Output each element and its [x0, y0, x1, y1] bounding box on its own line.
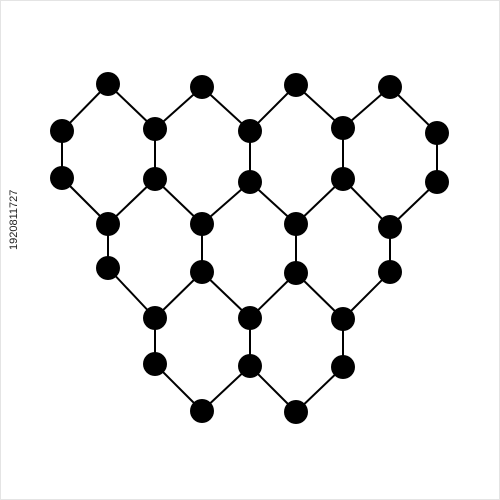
stock-id-caption: 1920811727	[8, 189, 20, 250]
atom-node-c3	[238, 170, 262, 194]
atom-node-b1	[50, 119, 74, 143]
atom-node-e2	[190, 260, 214, 284]
atom-node-e3	[284, 261, 308, 285]
atom-node-d1	[96, 212, 120, 236]
atom-node-d2	[190, 212, 214, 236]
atom-node-d3	[284, 212, 308, 236]
atom-node-f1	[143, 306, 167, 330]
atom-node-h2	[284, 400, 308, 424]
atom-node-g1	[143, 352, 167, 376]
atom-node-b4	[331, 116, 355, 140]
atom-node-b3	[238, 119, 262, 143]
atom-node-b5	[425, 121, 449, 145]
atom-node-h1	[190, 399, 214, 423]
atom-node-c1	[50, 166, 74, 190]
atom-node-a2	[190, 75, 214, 99]
atom-node-a4	[378, 75, 402, 99]
atom-node-g3	[331, 355, 355, 379]
atom-node-g2	[238, 354, 262, 378]
atom-node-c4	[331, 167, 355, 191]
atom-node-c2	[143, 167, 167, 191]
atom-node-a1	[96, 72, 120, 96]
atom-node-f3	[331, 307, 355, 331]
atom-node-a3	[284, 73, 308, 97]
atom-node-e1	[96, 256, 120, 280]
atom-node-f2	[238, 306, 262, 330]
lattice-atoms	[50, 72, 449, 424]
atom-node-e4	[378, 260, 402, 284]
atom-node-c5	[425, 170, 449, 194]
atom-node-d4	[378, 215, 402, 239]
atom-node-b2	[143, 117, 167, 141]
